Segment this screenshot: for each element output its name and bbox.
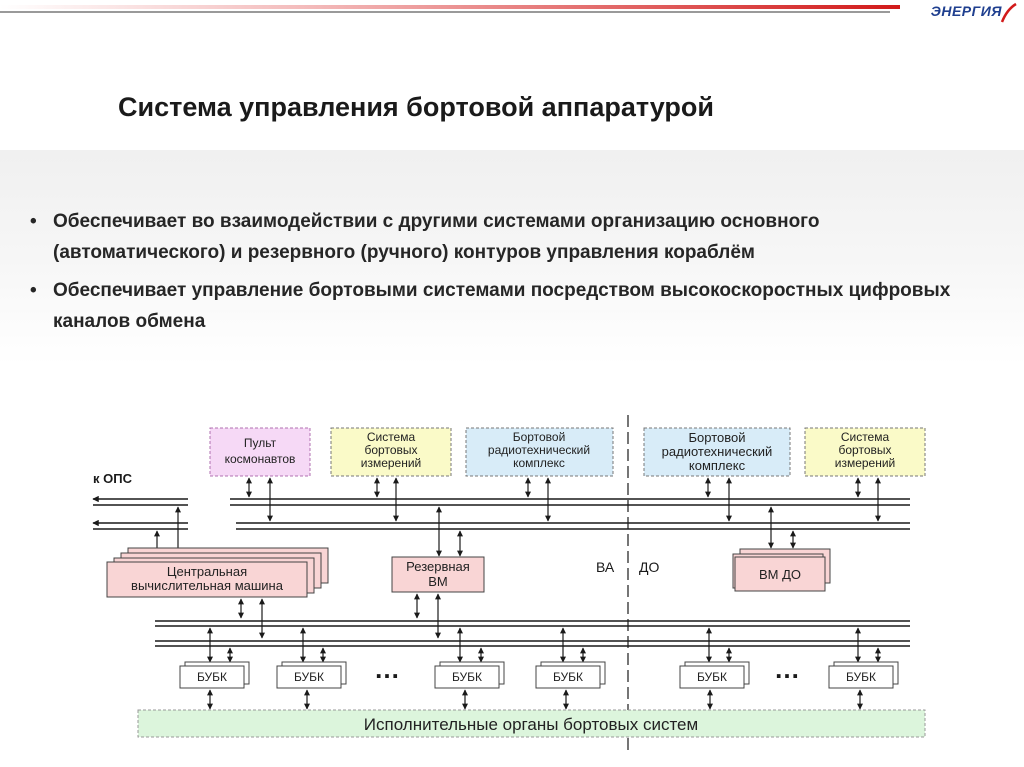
box-line: Бортовой [513,430,566,444]
box-line: радиотехнический [488,443,590,457]
slide-title: Система управления бортовой аппаратурой [118,92,714,122]
ellipsis: … [374,654,400,684]
top-box-sbi-left: Система бортовых измерений [330,427,452,477]
bullet-text: Обеспечивает во взаимодействии с другими… [53,211,820,263]
bullet-list: • Обеспечивает во взаимодействии с други… [30,206,990,344]
bullet-marker: • [30,211,37,232]
box-line: комплекс [513,456,565,470]
box-line: космонавтов [225,452,296,466]
reserve-vm-line: ВМ [428,574,448,589]
vm-do-label: ВМ ДО [759,567,801,582]
box-line: измерений [361,456,422,470]
bullet-text: Обеспечивает управление бортовыми систем… [53,280,951,332]
bullet-item: • Обеспечивает управление бортовыми сист… [30,275,990,337]
lower-bus-2 [155,640,910,647]
lower-bus-1 [155,620,910,627]
bubk-box: БУБК [276,661,347,689]
central-computer: Центральная вычислительная машина [106,547,329,598]
header-band [0,60,1024,150]
box-line: бортовых [839,443,892,457]
brand-logo: ЭНЕРГИЯ [930,3,1002,19]
bubk-box: БУБК [434,661,505,689]
top-box-brtk-right: Бортовой радиотехнический комплекс [643,427,791,477]
bubk-box: БУБК [179,661,250,689]
box-line: комплекс [689,458,746,473]
box-line: Пульт [244,436,277,450]
vm-lower-connectors [238,593,441,639]
box-line: радиотехнический [662,444,773,459]
top-connectors [246,477,881,522]
bubk-label: БУБК [697,670,727,684]
bubk-label: БУБК [197,670,227,684]
executive-organs: Исполнительные органы бортовых систем [137,709,926,738]
upper-bus-2 [92,519,910,530]
box-line: Система [367,430,416,444]
do-label: ДО [639,559,659,575]
bubk-box: БУБК [828,661,899,689]
reserve-vm: Резервная ВМ [391,556,485,593]
top-box-pult: Пульт космонавтов [209,427,311,477]
bubk-label: БУБК [294,670,324,684]
bubk-box: БУБК [535,661,606,689]
bullet-item: • Обеспечивает во взаимодействии с други… [30,206,990,268]
bubk-connectors [207,627,881,663]
bubk-label: БУБК [452,670,482,684]
cvm-line: Центральная [167,564,247,579]
upper-bus-1 [92,495,910,506]
top-stripe [0,5,900,13]
exec-connectors [207,689,863,710]
box-line: Бортовой [689,430,746,445]
va-label: ВА [596,559,615,575]
bubk-label: БУБК [553,670,583,684]
ellipsis: … [774,654,800,684]
reserve-vm-line: Резервная [406,559,470,574]
bubk-box: БУБК [679,661,750,689]
top-box-sbi-right: Система бортовых измерений [804,427,926,477]
top-box-brtk-left: Бортовой радиотехнический комплекс [465,427,614,477]
box-line: Система [841,430,890,444]
brand-swoosh-icon [1000,2,1017,23]
box-line: измерений [835,456,896,470]
vm-do: ВМ ДО [732,548,831,592]
watermark-band [0,150,1024,365]
box-line: бортовых [365,443,418,457]
ops-label: к ОПС [93,471,133,486]
cvm-line: вычислительная машина [131,578,284,593]
bubk-label: БУБК [846,670,876,684]
executive-label: Исполнительные органы бортовых систем [364,715,698,734]
bullet-marker: • [30,280,37,301]
